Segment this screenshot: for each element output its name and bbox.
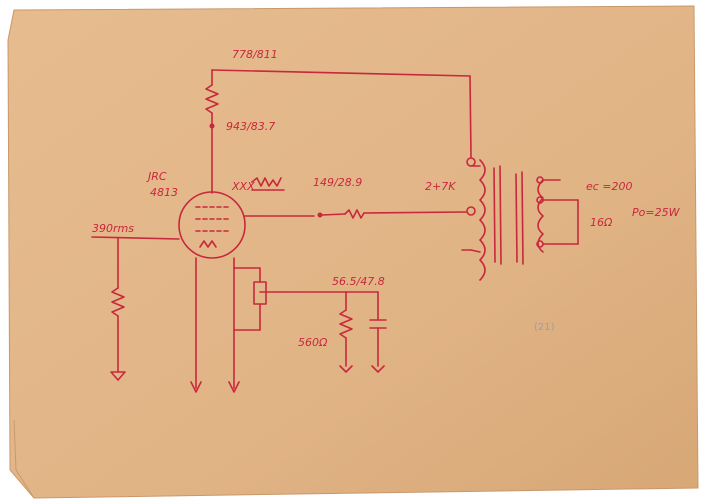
grid-line (244, 206, 476, 219)
cathode-circuit (233, 267, 387, 373)
ec-label: ec =200 (586, 180, 633, 193)
po-label: Po=25W (632, 206, 681, 219)
grid-resistor-label: 149/28.9 (313, 176, 362, 189)
tube-type-label: 4813 (150, 186, 178, 199)
speaker-impedance-label: 16Ω (590, 216, 613, 229)
output-transformer-symbol (461, 159, 544, 281)
b-plus-voltage-label: 778/811 (232, 48, 278, 61)
plate-load-label: 2+7K (425, 180, 456, 193)
cathode-resistor-label: 560Ω (298, 336, 328, 349)
tube-maker-label: JRC (146, 170, 167, 183)
screen-resistor-label: 943/83.7 (226, 120, 275, 133)
speaker-output (536, 176, 579, 248)
vacuum-tube-symbol (178, 191, 246, 259)
screen-resistor-symbol (205, 69, 219, 194)
input-voltage-label: 390rms (92, 222, 134, 235)
tube-note-scribble (251, 177, 285, 191)
input-line (91, 236, 180, 381)
paper-sheet (7, 5, 699, 499)
paper-fold-edge (13, 419, 35, 499)
cathode-leads (190, 257, 240, 393)
cathode-voltage-label: 56.5/47.8 (332, 275, 385, 288)
pencil-note: (21) (534, 322, 555, 333)
tube-note-label: XXX (231, 180, 255, 193)
